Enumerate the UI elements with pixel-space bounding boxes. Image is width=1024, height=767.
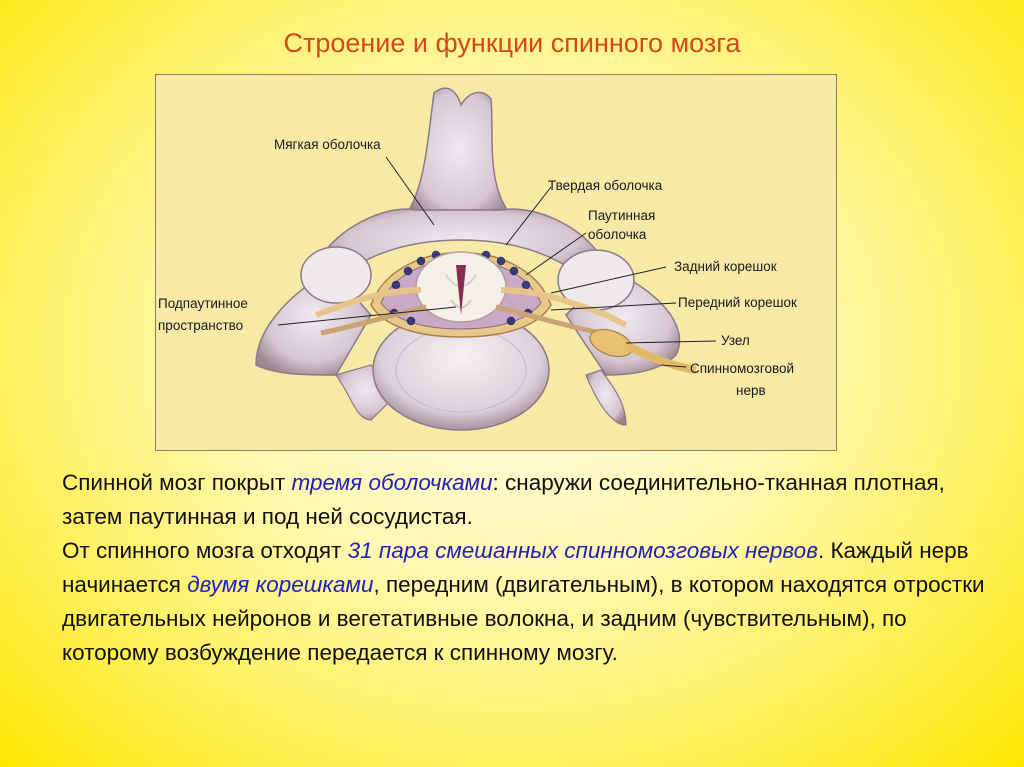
highlight-two-roots: двумя корешками — [187, 572, 374, 597]
text-fragment: От спинного мозга отходят — [62, 538, 348, 563]
anterior-root — [495, 304, 602, 336]
label-subarachnoid-line1: Подпаутинное — [158, 296, 248, 311]
label-soft-membrane: Мягкая оболочка — [274, 137, 381, 152]
label-ganglion: Узел — [721, 333, 750, 348]
spinous-process — [404, 87, 513, 226]
posterior-root — [500, 287, 628, 328]
label-spinal-nerve-line2: нерв — [736, 383, 766, 398]
text-fragment: Спинной мозг покрыт — [62, 470, 292, 495]
text-fragment: : снаружи соединительно-тканная плотная,… — [62, 470, 945, 529]
label-posterior-root: Задний корешок — [674, 259, 777, 274]
vessels — [389, 250, 533, 326]
label-dura-mater: Твердая оболочка — [548, 178, 663, 193]
spinal-cord-diagram: Мягкая оболочка Твердая оболочка Паутинн… — [155, 74, 837, 451]
description-text: Спинной мозг покрыт тремя оболочками: сн… — [62, 466, 992, 670]
spinal-nerve — [624, 341, 697, 374]
highlight-three-membranes: тремя оболочками — [291, 470, 493, 495]
label-spinal-nerve-line1: Спинномозговой — [690, 361, 795, 376]
slide-title: Строение и функции спинного мозга — [283, 28, 741, 58]
lower-process-right — [585, 369, 627, 426]
label-arachnoid-line2: оболочка — [588, 227, 647, 242]
vertebra-illustration — [255, 87, 717, 431]
label-arachnoid-line1: Паутинная — [588, 208, 656, 223]
text-fragment: , передним (двигательным), в котором нах… — [62, 572, 985, 665]
highlight-31-pairs: 31 пара смешанных спинномозговых нервов — [347, 538, 818, 563]
label-subarachnoid-line2: пространство — [158, 318, 244, 333]
text-fragment: . Каждый нерв начинается — [62, 538, 969, 597]
paragraph-membranes: Спинной мозг покрыт тремя оболочками: сн… — [62, 466, 992, 534]
label-anterior-root: Передний корешок — [678, 295, 797, 310]
articular-left — [300, 246, 372, 304]
paragraph-nerves: От спинного мозга отходят 31 пара смешан… — [62, 534, 992, 670]
